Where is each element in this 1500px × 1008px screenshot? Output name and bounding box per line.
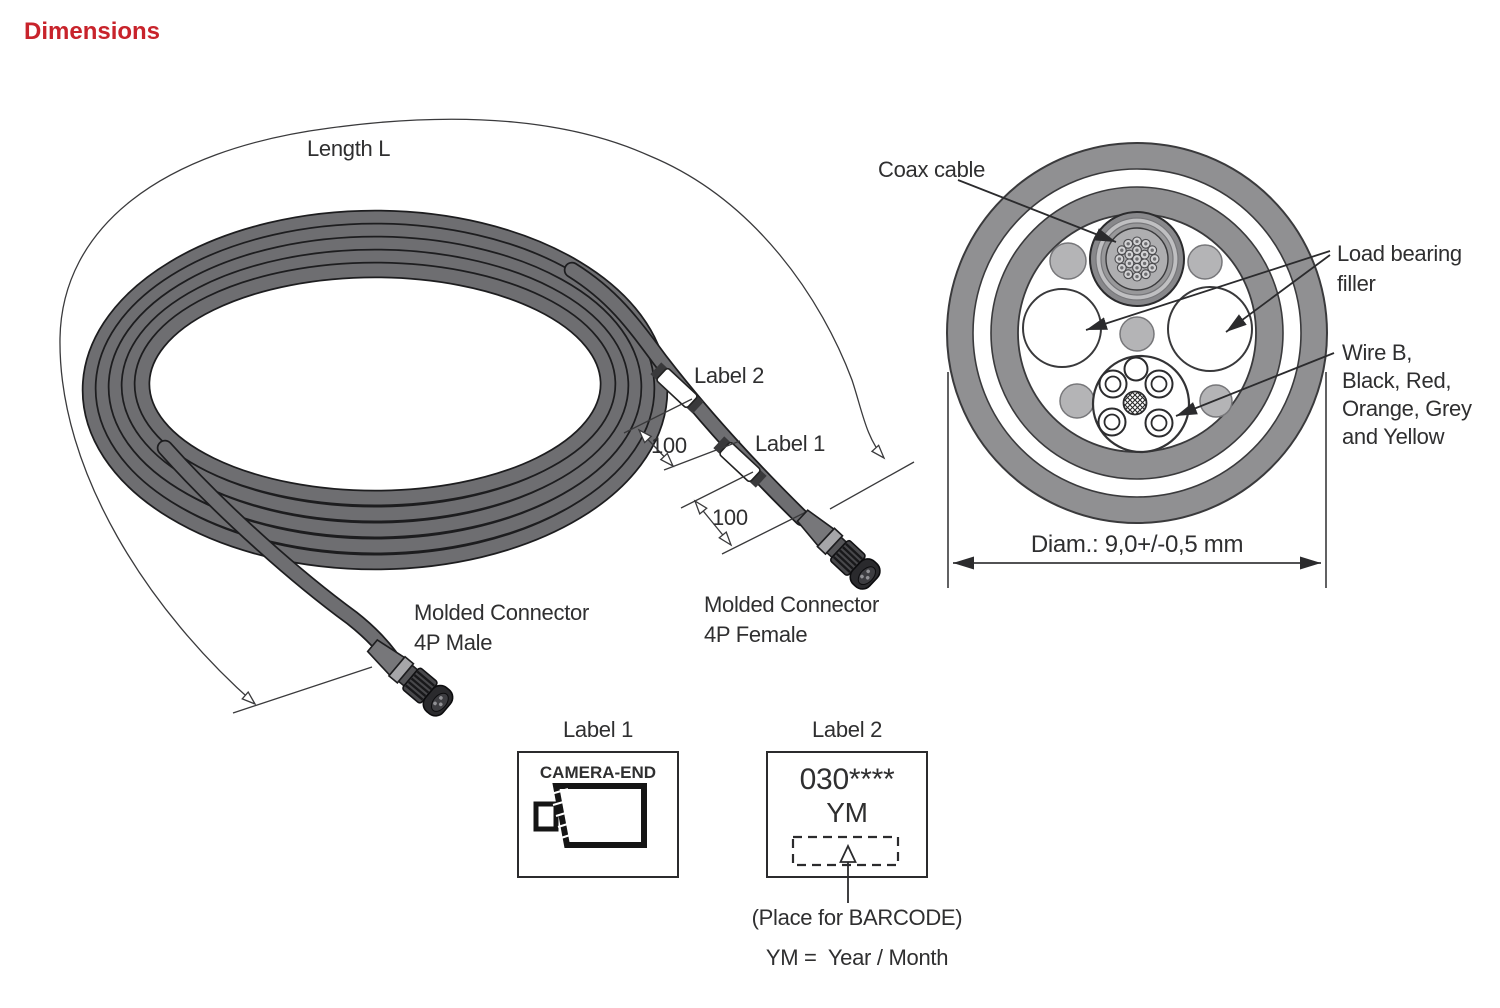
female-connector — [790, 503, 886, 595]
dim-extension — [623, 398, 693, 434]
ym-note: YM = Year / Month — [765, 945, 949, 970]
camera-end-text: CAMERA-END — [539, 763, 657, 782]
wire-b-label: Wire B, Black, Red, Orange, Grey and Yel… — [1342, 339, 1472, 451]
barcode-pointer-arrow — [839, 843, 857, 903]
label2-detail-box — [766, 751, 928, 903]
label2-ym: YM — [826, 797, 868, 828]
cable-cross-section — [946, 142, 1335, 588]
diameter-label: Diam.: 9,0+/-0,5 mm — [1030, 531, 1244, 558]
dim-extension — [721, 511, 807, 555]
label2-code: 030**** — [799, 763, 895, 796]
wire-label-line1: Wire B, — [1342, 340, 1413, 365]
center-filler-hatched — [1122, 390, 1148, 416]
dim2-value: 100 — [712, 505, 748, 530]
male-connector-label: Molded Connector 4P Male — [414, 598, 589, 658]
length-label: Length L — [307, 136, 391, 161]
dim-line — [693, 499, 733, 547]
length-extension-right — [829, 461, 915, 510]
length-dimension — [59, 118, 915, 714]
coax-label: Coax cable — [878, 157, 986, 182]
male-connector-line2: 4P Male — [414, 630, 493, 655]
wire-label-line3: Orange, Grey — [1342, 396, 1472, 421]
coax-arrow — [957, 179, 1117, 243]
filler-label-line1: Load bearing — [1337, 241, 1462, 266]
filler-arrow-right — [1225, 254, 1331, 333]
page-title: Dimensions — [24, 18, 161, 45]
load-bearing-filler-right — [1167, 286, 1253, 372]
length-dimension-arc — [59, 118, 886, 706]
callout-arrows — [957, 179, 1335, 417]
label1-detail-box — [517, 751, 679, 878]
wire-bundle-section — [1091, 354, 1191, 454]
dim-extension — [680, 471, 754, 509]
filler-strands — [1049, 242, 1233, 419]
label2-band — [650, 362, 704, 414]
dim-100-second — [680, 471, 807, 555]
label1-tag: Label 1 — [755, 431, 826, 456]
female-connector-line1: Molded Connector — [704, 592, 879, 617]
coax-cable-section — [1089, 211, 1185, 307]
label2-tag: Label 2 — [694, 363, 765, 388]
barcode-placeholder — [791, 835, 900, 867]
filler-label-line2: filler — [1337, 271, 1376, 296]
length-extension-left — [232, 666, 373, 714]
male-connector-line1: Molded Connector — [414, 600, 589, 625]
cable-coil — [81, 209, 669, 571]
dim-extension — [663, 440, 741, 471]
label1-title: Label 1 — [562, 717, 634, 742]
female-connector-label: Molded Connector 4P Female — [704, 590, 879, 650]
wires — [1097, 369, 1174, 438]
barcode-note: (Place for BARCODE) — [751, 905, 963, 930]
female-connector-line2: 4P Female — [704, 622, 808, 647]
dim-line — [637, 428, 675, 468]
wire-label-line4: and Yellow — [1342, 424, 1445, 449]
wire-label-line2: Black, Red, — [1342, 368, 1452, 393]
cable-run-male — [156, 439, 399, 665]
filler-arrow-left — [1085, 250, 1331, 331]
dim1-value: 100 — [651, 433, 687, 458]
camera-icon — [533, 783, 647, 848]
dim-100-first — [623, 398, 741, 471]
label2-title: Label 2 — [811, 717, 883, 742]
diameter-dimension — [947, 372, 1327, 588]
wire-top — [1123, 356, 1149, 382]
wire-arrow — [1175, 352, 1335, 417]
load-bearing-filler-label: Load bearing filler — [1337, 239, 1462, 299]
